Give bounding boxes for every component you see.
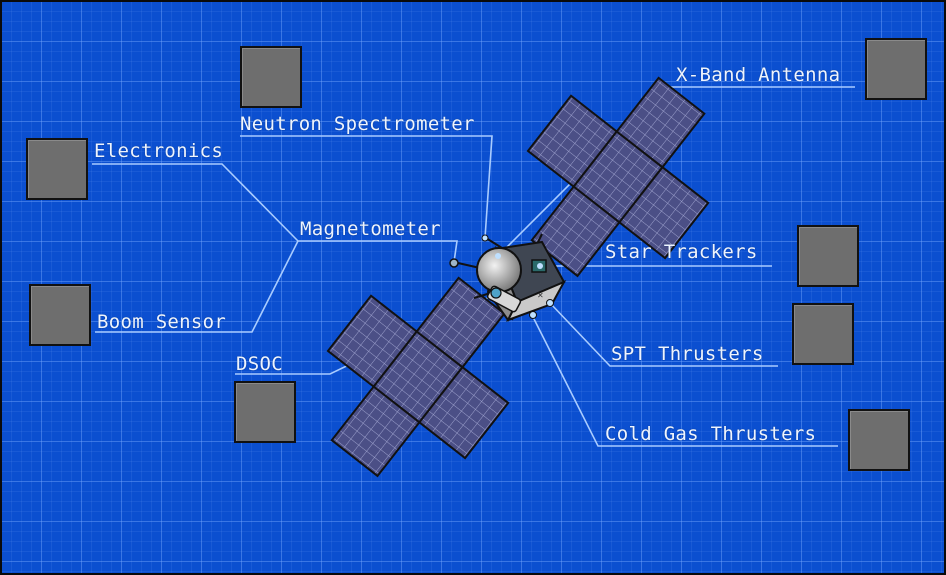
x-band-antenna-label: X-Band Antenna	[676, 64, 841, 86]
neutron-spectrometer-slot[interactable]	[240, 46, 302, 108]
electronics-label: Electronics	[94, 140, 224, 162]
boom-sensor-label: Boom Sensor	[97, 311, 227, 333]
electronics-leader	[92, 163, 458, 263]
boom-sensor-slot[interactable]	[29, 284, 91, 346]
spt-thrusters-slot[interactable]	[792, 303, 854, 365]
cold-gas-thrusters-slot[interactable]	[848, 409, 910, 471]
cold-gas-thrusters-label: Cold Gas Thrusters	[605, 423, 817, 445]
dsoc-slot[interactable]	[234, 381, 296, 443]
neutron-spectrometer-leader	[240, 135, 493, 239]
magnetometer-boom-tip-icon	[449, 258, 459, 268]
star-trackers-slot[interactable]	[797, 225, 859, 287]
neutron-spectrometer-label: Neutron Spectrometer	[240, 113, 475, 135]
svg-text:✕: ✕	[537, 291, 544, 300]
dsoc-label: DSOC	[236, 353, 283, 375]
x-band-antenna-slot[interactable]	[865, 38, 927, 100]
cold-gas-thrusters-leader	[531, 314, 838, 447]
spt-thruster-icon	[546, 299, 554, 307]
spacecraft-bus: ✕	[449, 233, 567, 322]
spt-thrusters-leader	[549, 302, 778, 367]
upper-solar-array	[526, 76, 710, 278]
spt-thrusters-label: SPT Thrusters	[611, 343, 764, 365]
boom-sensor-leader	[95, 240, 299, 333]
magnetometer-label: Magnetometer	[300, 218, 441, 240]
star-trackers-label: Star Trackers	[605, 241, 758, 263]
lower-solar-array	[326, 276, 510, 478]
cold-gas-thruster-icon	[529, 311, 537, 319]
electronics-slot[interactable]	[26, 138, 88, 200]
